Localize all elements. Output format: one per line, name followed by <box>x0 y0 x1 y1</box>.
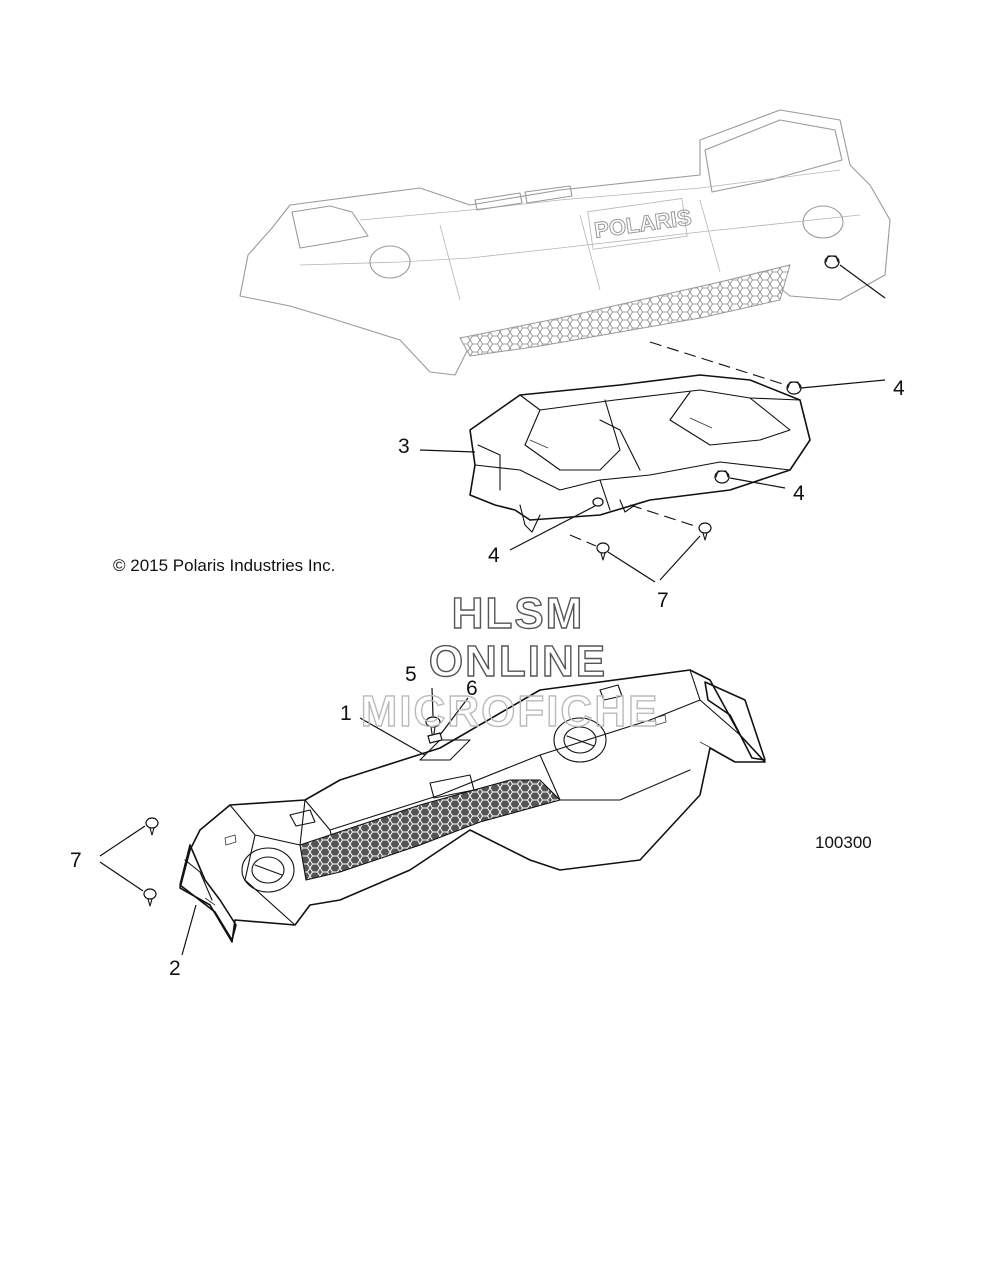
figure-number: 100300 <box>815 833 872 852</box>
fastener-4-d <box>592 497 604 507</box>
fastener-7-b <box>596 542 610 561</box>
watermark-line-1: HLSM <box>452 589 585 638</box>
part-1-bumper <box>179 669 766 943</box>
fastener-4-c <box>714 470 730 484</box>
watermark-line-2: ONLINE <box>429 637 607 686</box>
front-bumper-assembly-reference: POLARIS <box>239 109 891 376</box>
fastener-4-b <box>786 381 802 395</box>
part-3-upper-cover <box>469 374 811 533</box>
fastener-7-a <box>698 522 712 541</box>
callout-1: 1 <box>340 702 352 725</box>
callout-4-lower: 4 <box>488 544 500 567</box>
callout-4-top: 4 <box>893 377 905 400</box>
callout-numbers: 4 3 4 4 7 5 6 1 7 2 <box>70 377 905 980</box>
fastener-7-d <box>143 888 157 907</box>
watermark-line-3: MICROFICHE <box>361 687 660 736</box>
callout-5: 5 <box>405 663 417 686</box>
leader-lines <box>99 264 886 956</box>
callout-2: 2 <box>169 957 181 980</box>
copyright-notice: © 2015 Polaris Industries Inc. <box>113 556 336 575</box>
watermark: HLSM ONLINE MICROFICHE <box>360 588 660 736</box>
callout-3: 3 <box>398 435 410 458</box>
fastener-7-c <box>145 817 159 836</box>
callout-4-middle: 4 <box>793 482 805 505</box>
callout-6: 6 <box>466 677 478 700</box>
assembly-lines <box>569 341 787 547</box>
fasteners <box>143 255 840 907</box>
callout-7-left: 7 <box>70 849 82 872</box>
part-2-end-panel <box>179 681 766 941</box>
fastener-5 <box>425 716 441 741</box>
callout-7-right: 7 <box>657 589 669 612</box>
fastener-4-a <box>824 255 840 269</box>
part-6-clip <box>427 732 443 744</box>
